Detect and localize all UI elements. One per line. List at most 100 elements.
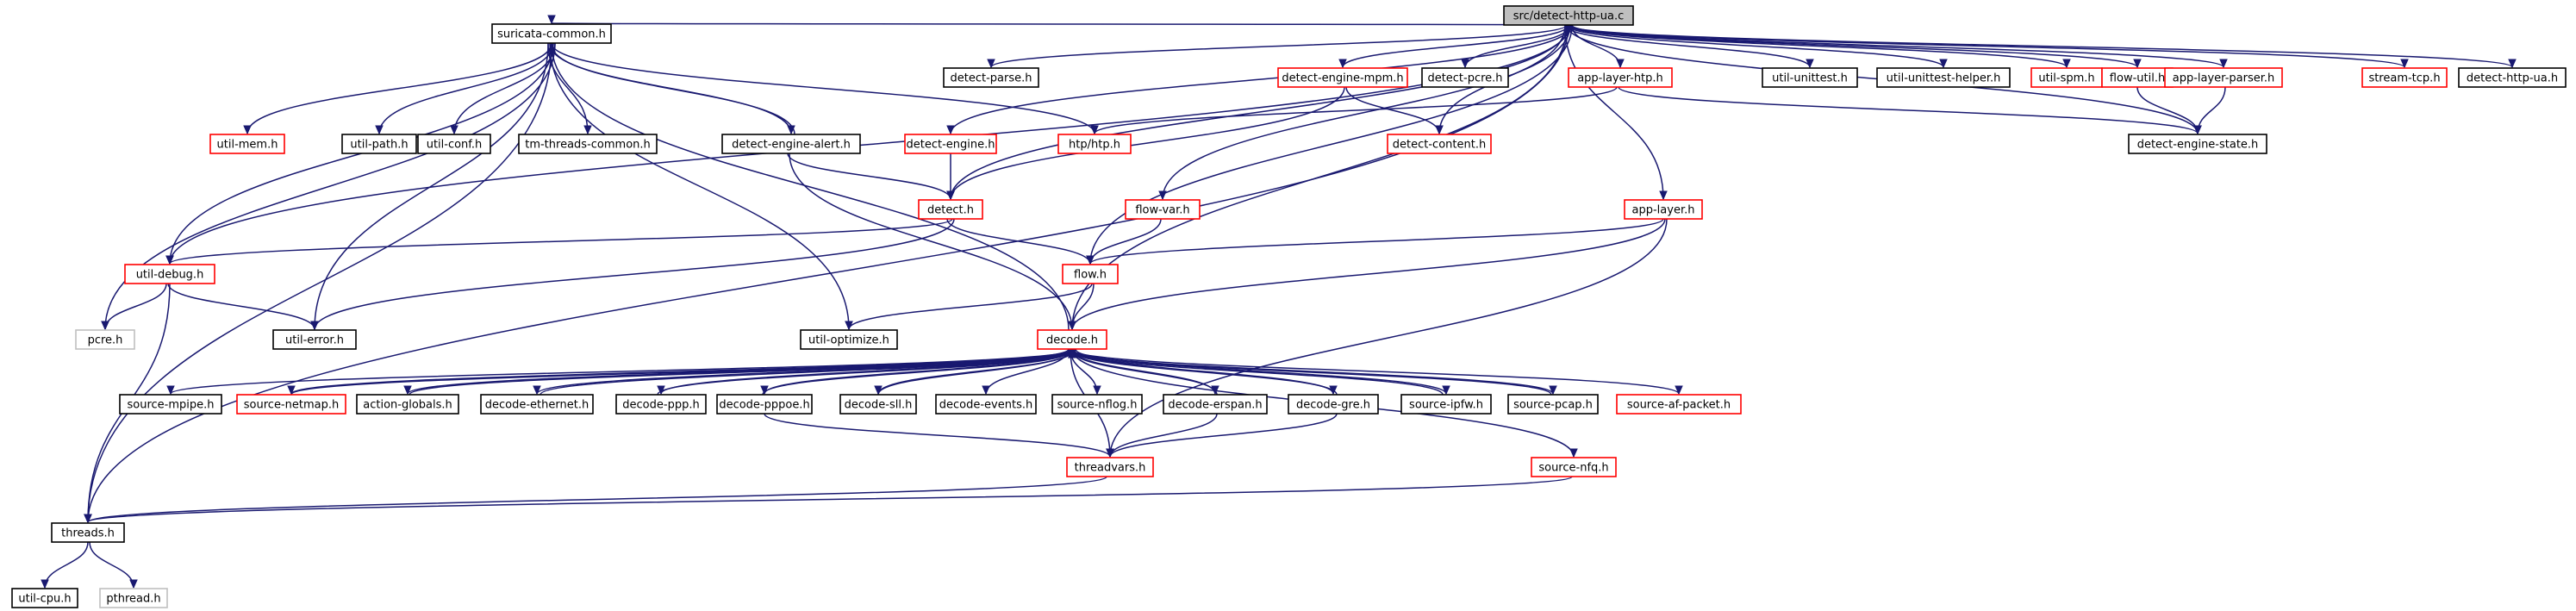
node-detect-engine[interactable]: detect-engine.h xyxy=(904,134,997,154)
node-source-af-packet[interactable]: source-af-packet.h xyxy=(1616,394,1742,415)
node-decode-pppoe[interactable]: decode-pppoe.h xyxy=(716,394,813,415)
edge-detect-to-flow xyxy=(946,218,1095,265)
node-label: source-mpipe.h xyxy=(127,399,214,412)
node-detect-engine-mpm[interactable]: detect-engine-mpm.h xyxy=(1277,67,1408,88)
node-label: util-error.h xyxy=(285,334,344,347)
node-detect[interactable]: detect.h xyxy=(918,199,983,220)
node-app-layer-htp[interactable]: app-layer-htp.h xyxy=(1568,67,1673,88)
node-decode-events[interactable]: decode-events.h xyxy=(935,394,1037,415)
node-util-path[interactable]: util-path.h xyxy=(341,134,417,154)
node-pthread[interactable]: pthread.h xyxy=(99,588,168,608)
node-label: util-cpu.h xyxy=(18,593,71,606)
node-htp[interactable]: htp/htp.h xyxy=(1057,134,1132,154)
node-app-layer[interactable]: app-layer.h xyxy=(1624,199,1703,220)
node-label: flow.h xyxy=(1074,269,1107,282)
edge-root-to-app_layer_parser xyxy=(1571,24,2228,69)
edge-root-to-detect_http_ua xyxy=(1566,24,2517,69)
node-flow-util[interactable]: flow-util.h xyxy=(2101,67,2174,88)
node-flow[interactable]: flow.h xyxy=(1062,264,1119,284)
node-label: detect-engine.h xyxy=(907,139,995,152)
node-suricata-common[interactable]: suricata-common.h xyxy=(491,23,612,44)
node-label: source-pcap.h xyxy=(1513,399,1593,412)
edge-detect-to-util_debug xyxy=(165,218,953,265)
edge-detect_engine-to-detect xyxy=(946,153,955,201)
node-app-layer-parser[interactable]: app-layer-parser.h xyxy=(2164,67,2283,88)
edge-app_layer_parser-to-detect_engine_state xyxy=(2193,86,2226,135)
node-label: detect-http-ua.h xyxy=(2467,72,2558,85)
edge-decode_ethernet-to-decode xyxy=(540,348,1076,396)
node-source-nflog[interactable]: source-nflog.h xyxy=(1051,394,1143,415)
node-decode-sll[interactable]: decode-sll.h xyxy=(839,394,917,415)
node-threadvars[interactable]: threadvars.h xyxy=(1066,457,1154,477)
node-detect-engine-state[interactable]: detect-engine-state.h xyxy=(2128,134,2267,154)
node-util-unittest-helper[interactable]: util-unittest-helper.h xyxy=(1876,67,2011,88)
node-detect-engine-alert[interactable]: detect-engine-alert.h xyxy=(721,134,861,154)
edge-decode-to-decode_events xyxy=(982,348,1070,396)
node-decode-gre[interactable]: decode-gre.h xyxy=(1288,394,1379,415)
node-label: decode-ppp.h xyxy=(622,399,699,412)
edge-detect_engine_mpm-to-detect_content xyxy=(1345,86,1444,135)
edge-threads-to-util_cpu xyxy=(41,541,89,589)
node-detect-content[interactable]: detect-content.h xyxy=(1387,134,1492,154)
node-util-unittest[interactable]: util-unittest.h xyxy=(1762,67,1858,88)
node-detect-pcre[interactable]: detect-pcre.h xyxy=(1421,67,1509,88)
node-label: pcre.h xyxy=(88,334,123,347)
node-flow-var[interactable]: flow-var.h xyxy=(1125,199,1201,220)
node-decode[interactable]: decode.h xyxy=(1037,329,1107,350)
node-util-mem[interactable]: util-mem.h xyxy=(209,134,285,154)
node-util-optimize[interactable]: util-optimize.h xyxy=(800,329,898,350)
node-decode-ethernet[interactable]: decode-ethernet.h xyxy=(480,394,594,415)
node-detect-parse[interactable]: detect-parse.h xyxy=(943,67,1039,88)
node-source-netmap[interactable]: source-netmap.h xyxy=(236,394,346,415)
node-source-ipfw[interactable]: source-ipfw.h xyxy=(1400,394,1492,415)
node-action-globals[interactable]: action-globals.h xyxy=(356,394,459,415)
edge-decode-to-source_ipfw xyxy=(1075,348,1450,396)
edge-app_layer-to-decode xyxy=(1068,218,1666,331)
edge-decode_erspan-to-threadvars xyxy=(1106,413,1218,458)
node-layer: src/detect-http-ua.c suricata-common.h det… xyxy=(11,5,2567,608)
node-label: flow-util.h xyxy=(2110,72,2165,85)
node-util-error[interactable]: util-error.h xyxy=(272,329,357,350)
node-util-conf[interactable]: util-conf.h xyxy=(417,134,491,154)
node-pcre[interactable]: pcre.h xyxy=(75,329,135,350)
edge-root-to-app_layer xyxy=(1564,24,1668,201)
node-label: stream-tcp.h xyxy=(2368,72,2440,85)
edge-flow-to-decode xyxy=(1068,283,1095,331)
node-source-pcap[interactable]: source-pcap.h xyxy=(1507,394,1599,415)
node-decode-ppp[interactable]: decode-ppp.h xyxy=(615,394,707,415)
edge-root-to-util_unittest xyxy=(1564,24,1814,69)
edge-decode-to-source_mpipe xyxy=(166,348,1075,396)
node-label: util-optimize.h xyxy=(808,334,889,347)
node-label: decode-ethernet.h xyxy=(485,399,589,412)
edge-decode-to-source_af_packet xyxy=(1070,348,1683,396)
edge-root-to-stream_tcp xyxy=(1564,24,2409,69)
node-label: suricata-common.h xyxy=(497,28,606,41)
node-source-nfq[interactable]: source-nfq.h xyxy=(1531,457,1617,477)
node-tm-threads-common[interactable]: tm-threads-common.h xyxy=(518,134,658,154)
edge-root-to-suricata_common xyxy=(547,15,1566,26)
node-detect-http-ua[interactable]: detect-http-ua.h xyxy=(2458,67,2567,88)
node-threads[interactable]: threads.h xyxy=(51,522,125,543)
node-label: htp/htp.h xyxy=(1069,139,1120,152)
node-util-spm[interactable]: util-spm.h xyxy=(2030,67,2103,88)
edge-app_layer-to-threadvars xyxy=(1106,218,1668,458)
node-stream-tcp[interactable]: stream-tcp.h xyxy=(2361,67,2448,88)
node-label: detect-content.h xyxy=(1393,139,1486,152)
node-label: decode-gre.h xyxy=(1296,399,1370,412)
node-root[interactable]: src/detect-http-ua.c xyxy=(1503,5,1634,26)
node-util-debug[interactable]: util-debug.h xyxy=(124,264,215,284)
edge-root-to-flow_util xyxy=(1569,24,2142,69)
node-label: app-layer.h xyxy=(1632,204,1695,217)
edge-app_layer-to-flow xyxy=(1086,218,1664,265)
node-util-cpu[interactable]: util-cpu.h xyxy=(11,588,78,608)
edge-app_layer_htp-to-detect_engine_state xyxy=(1618,86,2202,135)
node-label: util-debug.h xyxy=(136,269,204,282)
edge-suricata_common-to-util_mem xyxy=(243,42,552,135)
edge-decode-to-suricata_common xyxy=(547,42,1070,331)
node-source-mpipe[interactable]: source-mpipe.h xyxy=(119,394,222,415)
edge-suricata_common-to-util_path xyxy=(375,42,554,135)
node-decode-erspan[interactable]: decode-erspan.h xyxy=(1163,394,1268,415)
node-label: threadvars.h xyxy=(1075,462,1146,475)
edge-detect_engine_alert-to-decode xyxy=(789,153,1076,331)
node-label: action-globals.h xyxy=(363,399,452,412)
